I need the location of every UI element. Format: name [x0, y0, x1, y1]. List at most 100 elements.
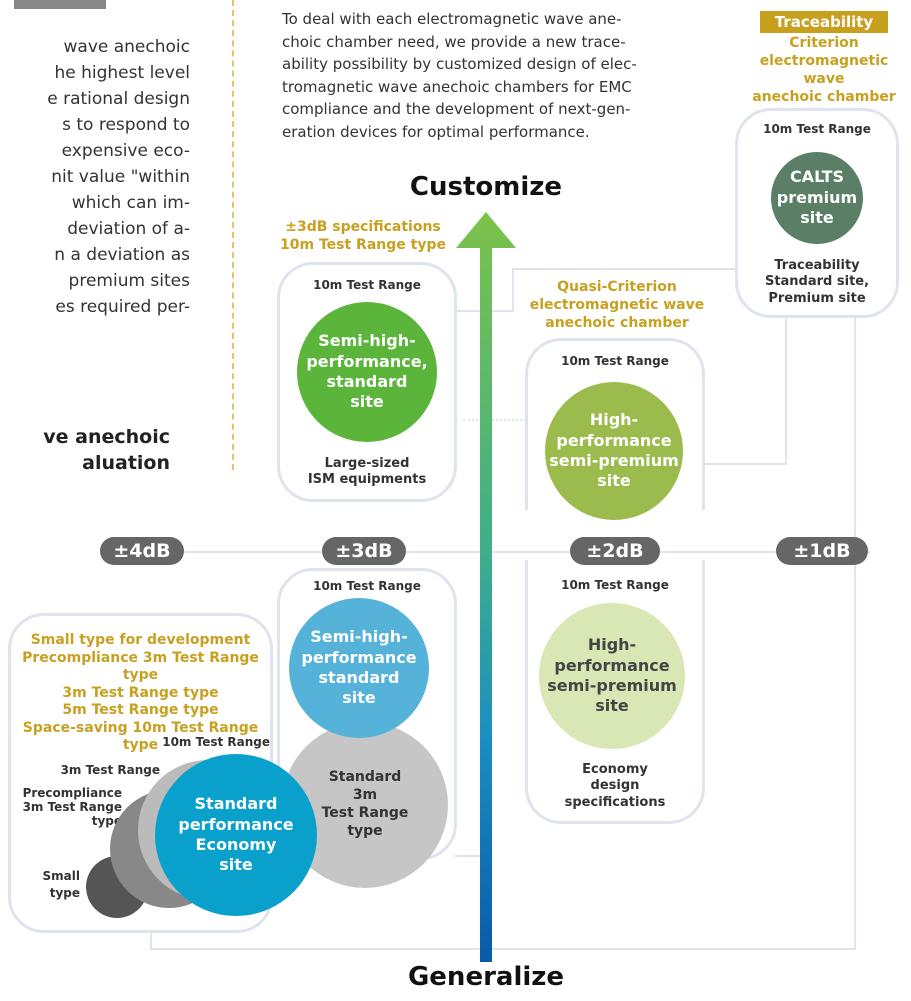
economy-design-caption: Economy design specifications: [525, 762, 705, 811]
caption-line: Standard site,: [764, 274, 870, 290]
range-label: 10m Test Range: [313, 278, 421, 292]
label-line: Small: [42, 869, 80, 883]
circle-line: Economy: [195, 835, 277, 854]
circle-line: performance: [301, 647, 417, 667]
intro-line: eration devices for optimal performance.: [282, 122, 590, 141]
criterion-title: Criterion electromagnetic wave anechoic …: [742, 34, 906, 106]
left-heading-line: ve anechoic: [43, 426, 170, 448]
customize-generalize-arrow: [456, 212, 516, 962]
title-line: electromagnetic wave: [759, 53, 889, 87]
range-label: 10m Test Range: [561, 354, 669, 368]
type-line: Small type for development: [30, 632, 251, 648]
left-paragraph-line: e rational design: [47, 89, 190, 109]
title-line: 10m Test Range type: [280, 237, 446, 253]
circle-line: type: [347, 822, 383, 839]
label-line: Precompliance: [22, 786, 122, 800]
caption-line: Premium site: [768, 290, 866, 306]
connector-line: [455, 855, 485, 857]
type-line: Space-saving 10m Test Range type: [22, 719, 259, 754]
left-heading: ve anechoic aluation: [0, 424, 170, 476]
circle-line: site: [800, 208, 834, 228]
circle-line: performance,: [306, 351, 428, 371]
circle-line: High-: [589, 410, 639, 430]
connector-line: [688, 463, 787, 465]
scale-pill-4db: ±4dB: [100, 537, 184, 565]
circle-line: semi-premium: [549, 451, 679, 470]
left-paragraph-line: deviation of a-: [67, 219, 190, 239]
title-line: Criterion: [789, 35, 859, 51]
circle-line: performance: [178, 814, 294, 834]
left-paragraph-line: es required per-: [55, 297, 190, 317]
circle-line: Semi-high-: [318, 331, 416, 351]
range-label: 10m Test Range: [561, 578, 669, 592]
precompliance-label: Precompliance 3m Test Range type: [12, 786, 122, 828]
left-paragraph-line: premium sites: [68, 271, 190, 291]
circle-line: CALTS: [789, 167, 845, 187]
intro-line: choic chamber need, we provide a new tra…: [282, 32, 626, 51]
intro-line: ability possibility by customized design…: [282, 55, 637, 73]
left-paragraph-line: n a deviation as: [54, 245, 190, 265]
traceability-badge: Traceability: [760, 11, 888, 33]
range-label: 10m Test Range: [162, 735, 270, 749]
calts-caption: Traceability Standard site, Premium site: [735, 258, 899, 307]
circle-line: site: [595, 696, 629, 716]
circle-line: standard: [326, 372, 408, 391]
left-paragraph-line: he highest level: [54, 63, 190, 83]
range-label: 10m Test Range: [763, 122, 871, 136]
scale-pill-1db: ±1dB: [776, 537, 868, 565]
type-line: Precompliance 3m Test Range type: [22, 649, 259, 684]
circle-line: Standard: [328, 769, 402, 786]
type-line: 3m Test Range type: [62, 684, 219, 701]
connector-line: [785, 300, 787, 465]
circle-line: semi-premium: [547, 676, 677, 695]
circle-line: site: [597, 471, 631, 491]
range-label: 10m Test Range: [313, 579, 421, 593]
dashed-divider: [232, 0, 234, 470]
circle-line: High-: [587, 635, 637, 655]
small-type-label: Small type: [14, 868, 80, 902]
left-paragraph-line: wave anechoic: [63, 37, 191, 57]
label-line: type: [49, 886, 80, 900]
circle-line: site: [350, 392, 384, 412]
left-paragraph: wave anechoic he highest level e rationa…: [0, 34, 190, 320]
dotted-link: [463, 419, 526, 421]
title-line: ±3dB specifications: [285, 219, 441, 235]
circle-line: site: [219, 855, 253, 875]
circle-line: site: [342, 688, 376, 708]
label-line: 3m Test Range: [22, 800, 122, 814]
connector-line: [512, 268, 738, 270]
circle-line: Standard: [194, 794, 278, 814]
caption-line: design: [590, 778, 640, 794]
range-label: 3m Test Range: [60, 763, 160, 777]
intro-line: To deal with each electromagnetic wave a…: [282, 10, 622, 28]
left-heading-line: aluation: [82, 452, 170, 474]
label-line: type: [91, 814, 122, 828]
caption-line: ISM equipments: [307, 472, 427, 488]
quasi-criterion-title: Quasi-Criterion electromagnetic wave ane…: [527, 278, 707, 332]
caption-line: Large-sized: [324, 456, 410, 471]
ism-caption: Large-sized ISM equipments: [277, 456, 457, 489]
scale-pill-2db: ±2dB: [570, 537, 660, 565]
left-paragraph-line: nit value "within: [51, 167, 190, 187]
scale-pill-3db: ±3dB: [322, 537, 406, 565]
title-line: Quasi-Criterion: [557, 279, 677, 295]
title-line: anechoic chamber: [752, 89, 896, 105]
header-image-fragment: [14, 0, 106, 9]
generalize-label: Generalize: [407, 962, 565, 992]
circle-line: Semi-high-: [310, 627, 408, 647]
circle-line: performance: [554, 655, 670, 675]
circle-line: 3m: [352, 787, 378, 804]
title-line: electromagnetic wave: [529, 297, 705, 313]
connector-line: [150, 948, 856, 950]
circle-line: standard: [318, 668, 400, 687]
circle-line: performance: [556, 430, 672, 450]
caption-line: Economy: [582, 762, 648, 777]
caption-line: specifications: [564, 794, 666, 810]
left-paragraph-line: which can im-: [71, 193, 190, 213]
circle-line: Test Range: [321, 805, 409, 821]
customize-label: Customize: [409, 172, 563, 202]
